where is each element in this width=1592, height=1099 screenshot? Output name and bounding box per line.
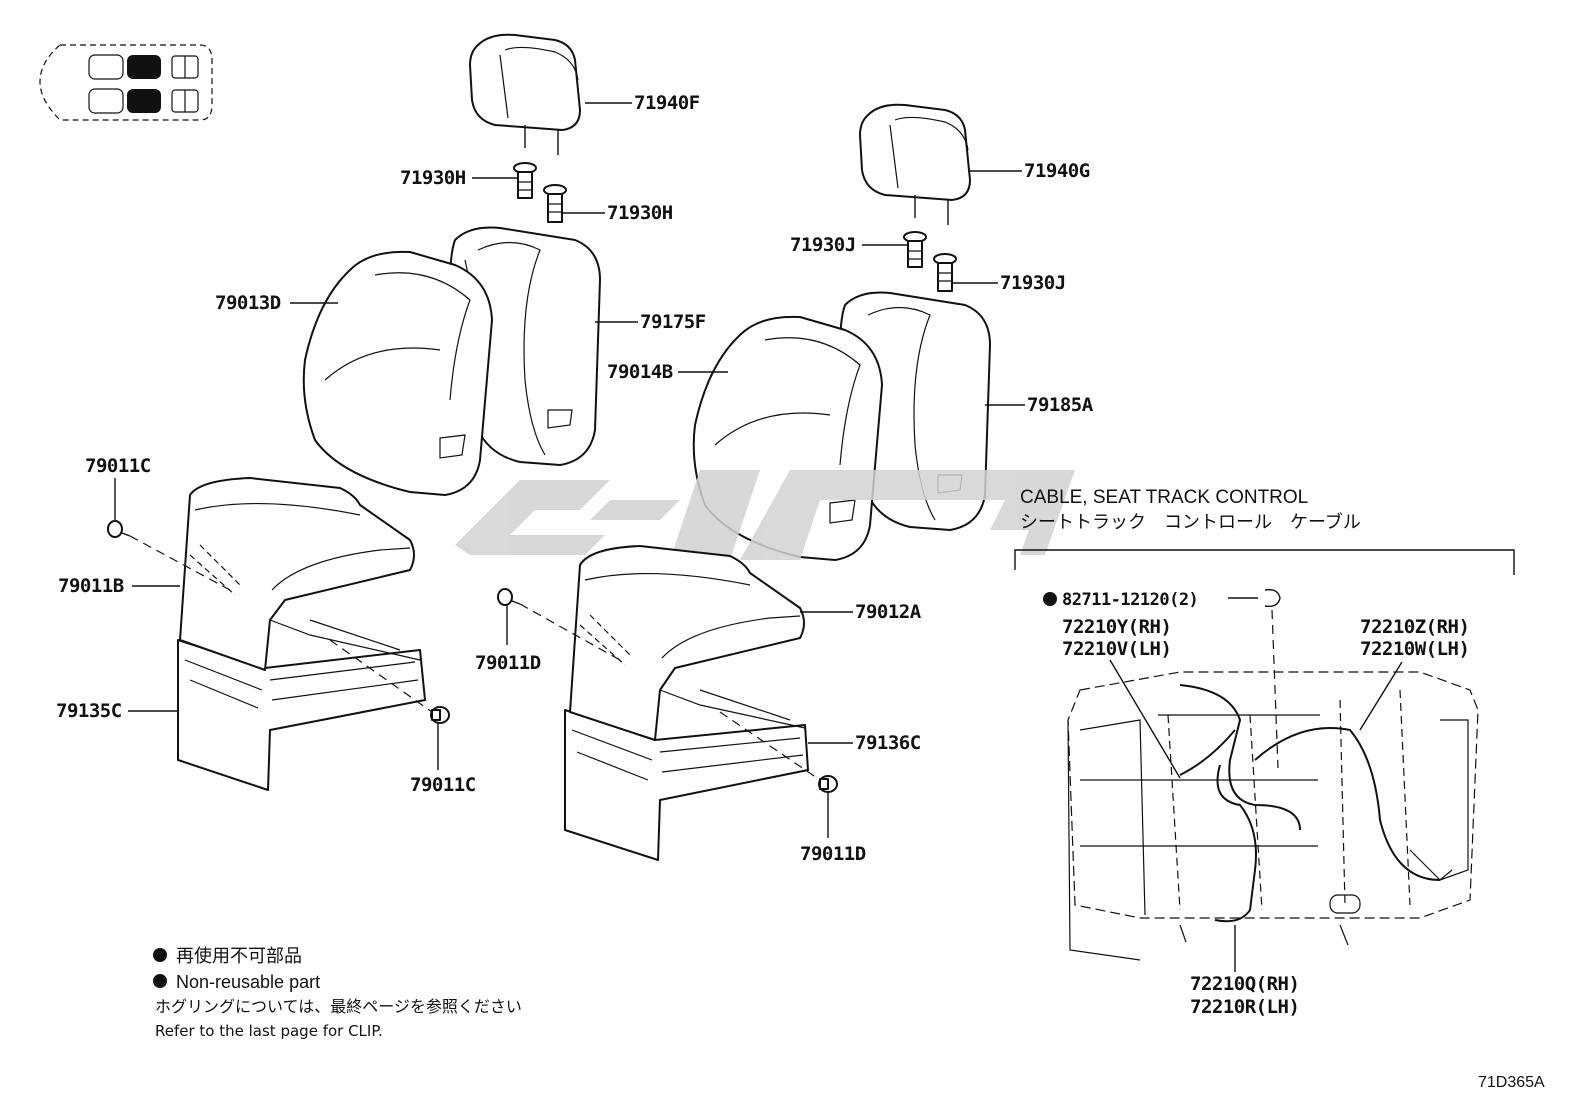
- label-seatback-pad-left: 79175F: [640, 311, 706, 333]
- clip-right-bottom-illustration: [818, 775, 838, 793]
- label-guide-right-b: 71930J: [1000, 272, 1066, 294]
- seatback-cover-left-illustration: [302, 250, 493, 496]
- clip-left-bottom-illustration: [430, 706, 450, 724]
- label-cable-right-rh: 72210Z(RH): [1360, 616, 1469, 638]
- label-clip-left-bottom: 79011C: [410, 774, 476, 796]
- label-guide-left-b: 71930H: [607, 202, 673, 224]
- label-cushion-cover-left: 79011B: [58, 575, 124, 597]
- headrest-guide-left-b: [543, 184, 567, 223]
- cushion-pad-right-illustration: [564, 709, 809, 861]
- label-headrest-right: 71940G: [1024, 160, 1090, 182]
- label-seatback-pad-right: 79185A: [1027, 394, 1094, 416]
- headrest-guide-left-a: [513, 162, 537, 199]
- label-clip-right-bottom: 79011D: [800, 843, 866, 865]
- cable-section: CABLE, SEAT TRACK CONTROL シートトラック コントロール…: [1014, 487, 1515, 1018]
- nonreusable-marker-icon: [1043, 592, 1057, 606]
- label-clip-left-top: 79011C: [85, 455, 151, 477]
- watermark-logo: [455, 470, 1075, 560]
- nonreusable-bullet-icon-en: [153, 974, 167, 988]
- label-cable-left-rh: 72210Y(RH): [1062, 616, 1171, 638]
- clip-left-top-illustration: [107, 520, 131, 538]
- label-guide-left-a: 71930H: [400, 167, 466, 189]
- notes-block: 再使用不可部品 Non-reusable part ホグリングについては、最終ペ…: [153, 946, 522, 1040]
- label-cushion-pad-left: 79135C: [56, 700, 122, 722]
- note-nonreusable-en: Non-reusable part: [176, 972, 320, 992]
- diagram-code: 71D365A: [1478, 1074, 1545, 1091]
- note-nonreusable-jp: 再使用不可部品: [176, 946, 302, 967]
- vehicle-seat-locator-icon: [39, 44, 213, 121]
- headrest-guide-right-a: [903, 231, 927, 268]
- label-cable-left-lh: 72210V(LH): [1062, 638, 1171, 660]
- cable-clip-icon: [1264, 588, 1281, 608]
- label-cable-bottom-rh: 72210Q(RH): [1190, 973, 1299, 995]
- headrest-right-illustration: [859, 103, 971, 225]
- nonreusable-bullet-icon-jp: [153, 948, 167, 962]
- label-guide-right-a: 71930J: [790, 234, 856, 256]
- label-seatback-cover-left: 79013D: [215, 292, 281, 314]
- label-cable-bottom-lh: 72210R(LH): [1190, 996, 1299, 1018]
- cushion-pad-left-illustration: [177, 639, 426, 791]
- label-seatback-cover-right: 79014B: [607, 361, 673, 383]
- headrest-guide-right-b: [933, 253, 957, 292]
- clip-right-top-illustration: [497, 588, 521, 606]
- cushion-cover-left-illustration: [179, 477, 421, 671]
- headrest-left-illustration: [469, 33, 581, 155]
- cushion-cover-right-illustration: [569, 545, 806, 741]
- label-cable-right-lh: 72210W(LH): [1360, 638, 1469, 660]
- label-cushion-cover-right: 79012A: [855, 601, 922, 623]
- label-cushion-pad-right: 79136C: [855, 732, 921, 754]
- cable-section-title: CABLE, SEAT TRACK CONTROL: [1020, 487, 1308, 508]
- label-cable-clip: 82711-12120(2): [1062, 590, 1198, 610]
- label-clip-right-top: 79011D: [475, 652, 541, 674]
- cable-section-title-jp: シートトラック コントロール ケーブル: [1020, 511, 1361, 533]
- label-headrest-left: 71940F: [634, 92, 700, 114]
- note-clip-ref-en: Refer to the last page for CLIP.: [155, 1022, 383, 1040]
- seat-frame-schematic: [1067, 671, 1479, 961]
- note-clip-ref-jp: ホグリングについては、最終ページを参照ください: [155, 997, 522, 1016]
